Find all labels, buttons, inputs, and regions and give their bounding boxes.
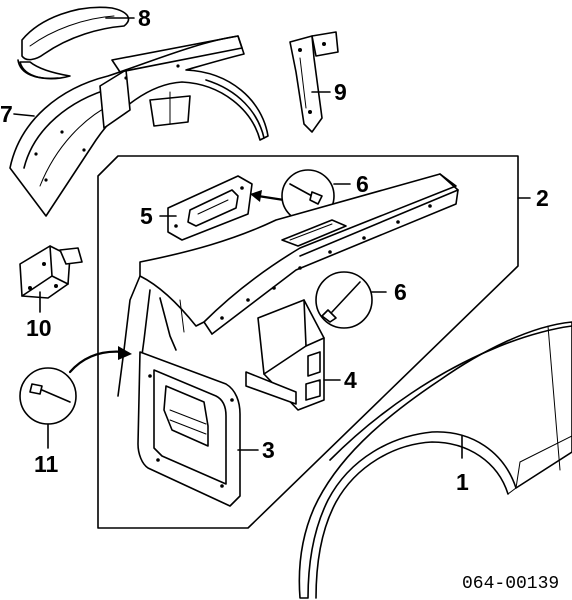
callout-8: 8	[138, 5, 151, 31]
callout-3: 3	[262, 437, 275, 463]
callout-10: 10	[26, 315, 52, 341]
part-2-upper-rail	[139, 173, 459, 335]
part-8-splash-shield	[17, 6, 130, 80]
part-6-fastener-detail-lower	[315, 271, 373, 329]
callout-9: 9	[334, 79, 347, 105]
arrow-5	[256, 194, 286, 202]
part-4-support-bracket	[245, 299, 325, 411]
part-10-bracket	[19, 245, 83, 299]
part-3-side-panel	[137, 351, 241, 507]
part-7-inner-wheelhouse	[9, 35, 269, 217]
arrow-5-head	[250, 190, 262, 202]
leader-7	[13, 113, 35, 117]
callout-6-upper: 6	[356, 171, 369, 197]
part-9-bracket	[289, 31, 339, 133]
callout-4: 4	[344, 367, 357, 393]
callout-7: 7	[0, 101, 13, 127]
part-11-bolt-detail	[19, 367, 77, 425]
part-5-reinforcement-plate	[167, 175, 253, 241]
arrow-11	[68, 350, 126, 374]
callout-5: 5	[140, 203, 153, 229]
reference-number: 064-00139	[462, 574, 559, 594]
callout-2: 2	[536, 185, 549, 211]
callout-6-lower: 6	[394, 279, 407, 305]
callout-1: 1	[456, 469, 469, 495]
callout-11: 11	[34, 451, 59, 477]
part-1-front-fender	[298, 321, 572, 599]
arrow-11-head	[118, 346, 132, 360]
assembly-outline	[97, 155, 519, 529]
